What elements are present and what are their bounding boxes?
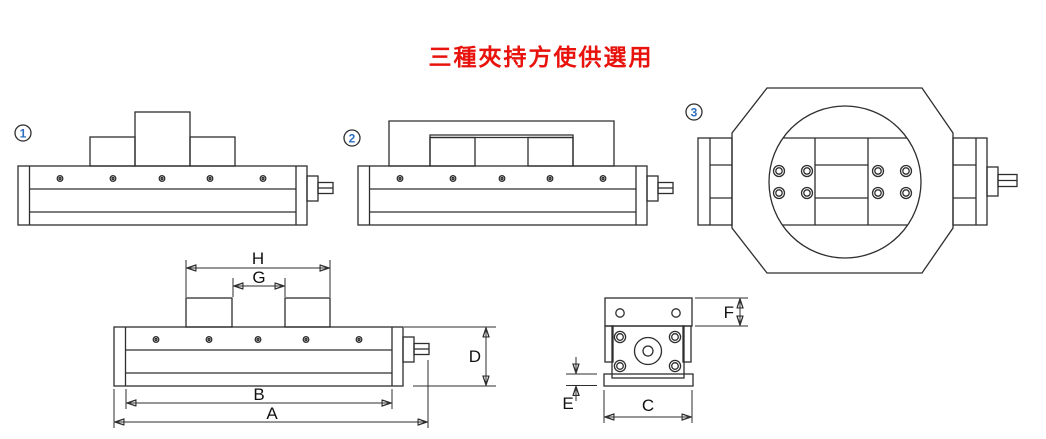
face-bolt-holes <box>613 330 682 373</box>
dim-label-D: D <box>469 347 481 366</box>
figure-1-number: 1 <box>20 127 27 141</box>
dimension-B: B <box>125 385 393 409</box>
dim-label-B: B <box>253 385 264 404</box>
base-flange <box>603 373 694 387</box>
dim-label-E: E <box>562 394 573 413</box>
dimension-D: D <box>404 326 496 387</box>
vise-body-side-view <box>17 165 334 226</box>
figure-1: 1 <box>14 111 334 226</box>
dimension-A: A <box>113 360 429 428</box>
figure-1-badge: 1 <box>14 124 32 142</box>
figure-2-number: 2 <box>349 132 356 146</box>
vise-body-right-end <box>952 137 1018 226</box>
page-title: 三種夾持方使供選用 <box>428 44 654 70</box>
dim-label-A: A <box>266 404 278 423</box>
dimension-E: E <box>562 357 597 413</box>
dimensioned-end-view: E F C <box>562 297 748 423</box>
workpiece-bore-circle <box>768 105 922 259</box>
clamp-slide-top-view <box>782 137 908 226</box>
jaw-right <box>284 297 331 328</box>
dimensioned-side-view: H G B A <box>113 249 496 428</box>
center-screw-hole <box>633 336 663 366</box>
dim-label-G: G <box>252 268 265 287</box>
workpiece-octagon <box>731 87 954 274</box>
vise-body-side-view <box>357 165 674 226</box>
dim-label-H: H <box>252 249 264 268</box>
dimension-F: F <box>695 297 748 327</box>
figure-3-number: 3 <box>691 106 698 120</box>
vise-body-left-end <box>697 137 733 226</box>
jaw-bolt-holes <box>772 164 913 200</box>
figure-2: 2 <box>343 120 674 226</box>
dim-label-F: F <box>724 303 734 322</box>
figure-2-badge: 2 <box>343 129 361 147</box>
vise-body-side-view <box>113 326 430 387</box>
dim-label-C: C <box>642 396 654 415</box>
top-flange-holes <box>615 308 681 318</box>
figure-3: 3 <box>685 87 1018 274</box>
jaw-right <box>189 136 236 167</box>
jaw-left <box>185 297 233 328</box>
workpiece-block <box>134 111 191 167</box>
dimension-H: H <box>185 249 331 297</box>
jaw-left <box>89 136 136 167</box>
dimension-C: C <box>603 390 693 423</box>
top-flange <box>604 297 693 327</box>
drive-shaft <box>986 166 1018 197</box>
workpiece-bridge <box>388 120 615 167</box>
jaw-left <box>429 136 476 167</box>
figure-3-badge: 3 <box>685 103 703 121</box>
dimension-G: G <box>232 268 286 297</box>
jaw-right <box>527 136 574 167</box>
